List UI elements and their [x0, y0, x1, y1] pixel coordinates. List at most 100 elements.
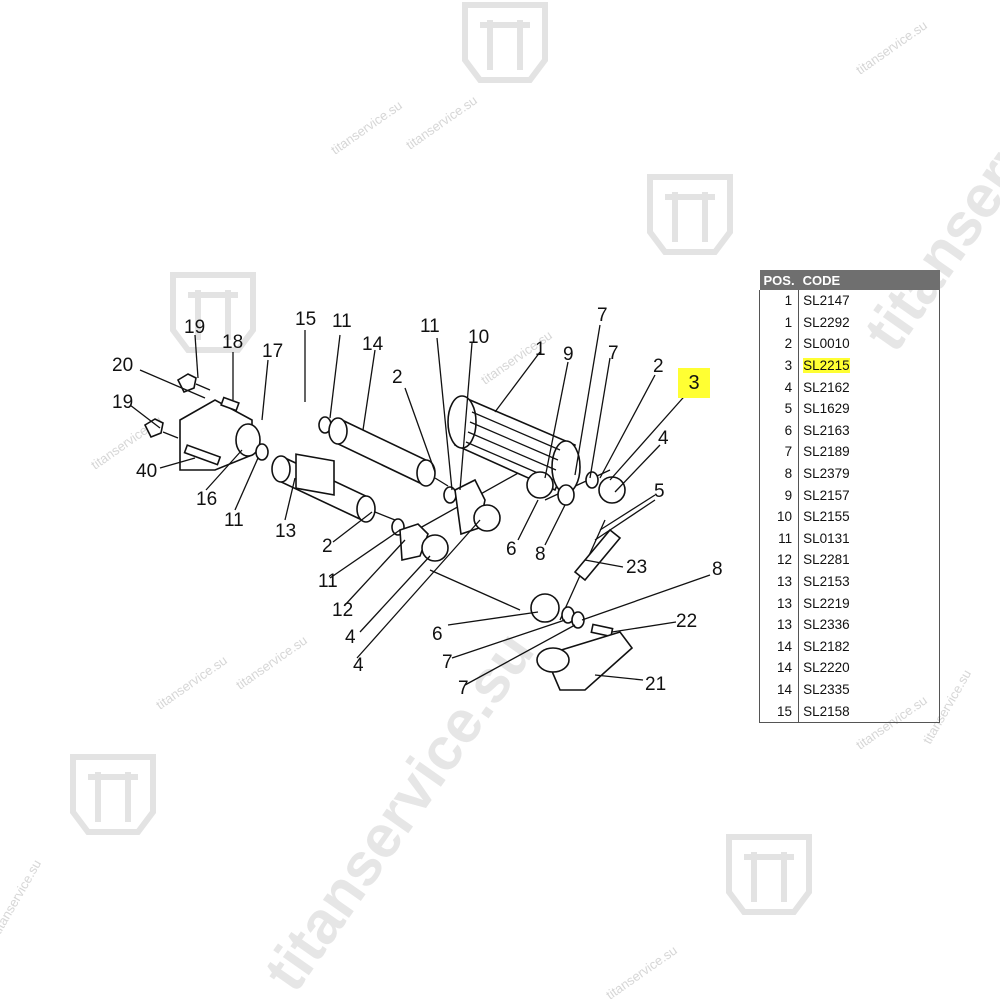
row-pos: 11 [758, 527, 800, 550]
callout-8-b: 8 [712, 559, 723, 580]
rod-18 [220, 396, 240, 412]
callout-19-top: 19 [184, 317, 205, 338]
row-code: SL2153 [798, 570, 940, 593]
watermark-text-large-1: titanservice.su [251, 620, 547, 1000]
highlighted-callout-3: 3 [678, 368, 710, 398]
row-pos: 1 [758, 290, 800, 312]
sprocket-4-lower [421, 534, 449, 562]
code-text: SL2162 [803, 379, 850, 395]
left-bracket-assembly [143, 373, 269, 471]
row-code: SL0131 [798, 527, 940, 550]
row-code: SL2182 [798, 635, 940, 658]
callout-4-c: 4 [658, 428, 669, 449]
ring-11-right [443, 486, 457, 504]
leader-lines [129, 324, 711, 686]
code-text: SL2379 [803, 466, 850, 482]
code-text: SL2336 [803, 617, 850, 633]
code-text: SL2147 [803, 293, 850, 309]
callout-11-d: 11 [420, 316, 440, 337]
sprocket-4-upper [473, 504, 501, 532]
row-pos: 14 [758, 678, 800, 701]
callout-labels: 19 18 17 20 19 40 16 11 15 11 14 2 13 2 … [112, 305, 723, 699]
row-code: SL2158 [798, 700, 940, 723]
ring-8-lower [571, 611, 585, 629]
watermark-text-11: titanservice.su [603, 943, 680, 1000]
row-code: SL2219 [798, 592, 940, 614]
callout-6-a: 6 [506, 539, 517, 560]
code-text: SL2163 [803, 422, 850, 438]
callout-11-b: 11 [332, 311, 352, 332]
callout-10: 10 [468, 327, 489, 348]
callout-4-a: 4 [345, 627, 356, 648]
callout-18: 18 [222, 332, 243, 353]
callout-5: 5 [654, 481, 665, 502]
header-pos: POS. [759, 270, 799, 290]
code-text: SL2153 [803, 574, 850, 590]
chain-path [419, 457, 611, 621]
row-pos: 15 [758, 700, 800, 723]
row-pos: 7 [758, 441, 800, 463]
row-code: SL1629 [798, 397, 940, 420]
code-text: SL2158 [803, 703, 850, 719]
code-text: SL2220 [803, 660, 850, 676]
row-code: SL2147 [798, 290, 940, 312]
callout-40: 40 [136, 461, 157, 482]
callout-7-c: 7 [442, 652, 453, 673]
knob-19-top [176, 373, 197, 394]
code-text: SL2182 [803, 638, 850, 654]
code-text: SL2335 [803, 681, 850, 697]
row-pos: 3 [758, 354, 800, 377]
code-text: SL0131 [803, 530, 850, 546]
row-pos: 13 [758, 592, 800, 614]
callout-7-d: 7 [458, 678, 469, 699]
watermark-text-10: titanservice.su [0, 857, 44, 936]
callout-20: 20 [112, 355, 133, 376]
callout-2-a: 2 [392, 367, 403, 388]
callout-12: 12 [332, 600, 353, 621]
row-code: SL2292 [798, 311, 940, 334]
row-code: SL2336 [798, 613, 940, 636]
code-text: SL1629 [803, 401, 850, 417]
row-code: SL2281 [798, 549, 940, 571]
row-code: SL2189 [798, 441, 940, 463]
callout-4-b: 4 [353, 655, 364, 676]
row-pos: 1 [758, 311, 800, 334]
row-code: SL2162 [798, 376, 940, 398]
callout-19-left: 19 [112, 392, 133, 413]
callout-7-a: 7 [597, 305, 608, 326]
row-pos: 10 [758, 505, 800, 528]
code-text: SL2155 [803, 509, 850, 525]
ring-11-left [255, 443, 269, 461]
row-code: SL2157 [798, 484, 940, 506]
callout-1: 1 [535, 339, 546, 360]
row-pos: 4 [758, 376, 800, 398]
callout-11-a: 11 [224, 510, 244, 531]
row-code: SL2335 [798, 678, 940, 701]
ring-7 [585, 471, 599, 489]
row-pos: 14 [758, 635, 800, 658]
callout-16: 16 [196, 489, 217, 510]
sprocket-4-right [598, 476, 626, 504]
watermark-text-6: titanservice.su [233, 633, 310, 693]
parts-table-header: POS. CODE [759, 270, 940, 290]
chain-23 [573, 528, 622, 582]
code-text: SL2157 [803, 487, 850, 503]
watermark-text-2: titanservice.su [403, 93, 480, 153]
row-pos: 2 [758, 333, 800, 355]
code-text: SL0010 [803, 336, 850, 352]
watermark-text-3: titanservice.su [853, 18, 930, 78]
code-text: SL2189 [803, 444, 850, 460]
